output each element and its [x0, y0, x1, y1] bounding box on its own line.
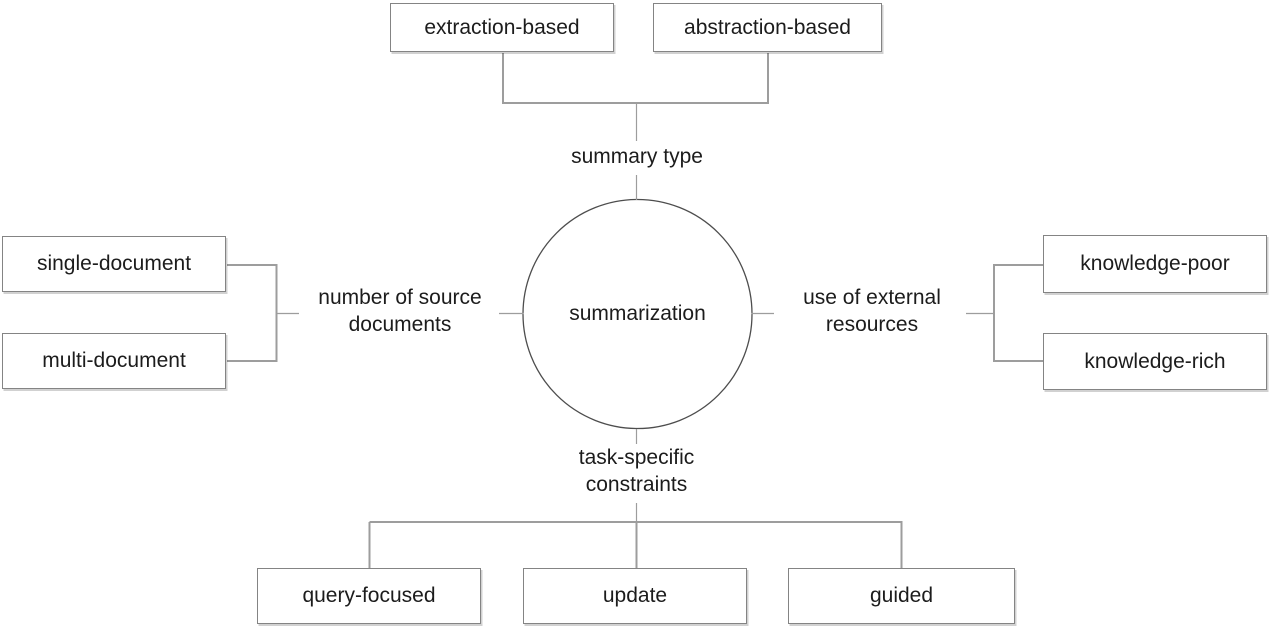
node-update: update [523, 568, 747, 624]
node-query-focused: query-focused [257, 568, 481, 624]
branch-label-use-of-external-resources: use of external resources [766, 284, 978, 338]
right-branch-connector [751, 264, 1043, 362]
branch-label-summary-type: summary type [571, 145, 703, 168]
bottom-branch-connector [368, 429, 903, 568]
node-multi-document: multi-document [2, 333, 226, 389]
node-single-document: single-document [2, 236, 226, 292]
branch-label-number-of-source-documents: number of source documents [294, 284, 506, 338]
branch-label-line: use of external [803, 286, 941, 309]
branch-label-line: number of source [318, 286, 482, 309]
branch-label-line: documents [348, 313, 452, 336]
branch-label-line: constraints [585, 473, 688, 496]
branch-label-line: resources [825, 313, 919, 336]
center-node-label: summarization [569, 302, 706, 325]
left-branch-connector [227, 264, 524, 362]
node-guided: guided [788, 568, 1015, 624]
node-knowledge-rich: knowledge-rich [1043, 333, 1267, 390]
branch-label-line: task-specific [578, 446, 695, 469]
node-abstraction-based: abstraction-based [653, 3, 882, 52]
node-knowledge-poor: knowledge-poor [1043, 235, 1267, 293]
branch-label-task-specific-constraints: task-specific constraints [530, 444, 743, 498]
top-branch-connector [502, 53, 769, 200]
node-extraction-based: extraction-based [390, 3, 614, 52]
